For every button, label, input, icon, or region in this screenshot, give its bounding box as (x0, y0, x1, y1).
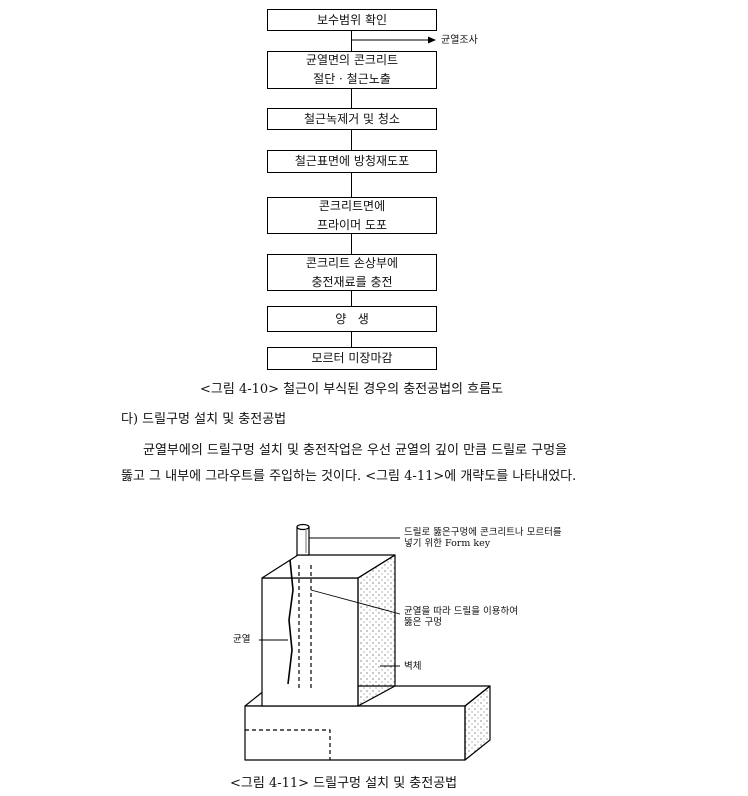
flow-step-text: 균열면의 콘크리트 (305, 53, 399, 67)
crack-label: 균열 (233, 634, 251, 645)
flow-step-text: 프라이머 도포 (316, 217, 388, 232)
flow-step-mortar-finish: 모르터 미장마감 (267, 347, 437, 370)
slab-right-face (464, 685, 491, 761)
side-branch-label: 균열조사 (441, 35, 478, 46)
flow-step-text: 양 생 (335, 311, 369, 326)
flow-step-fill: 콘크리트 손상부에 충전재료를 충전 (267, 254, 437, 291)
flow-connector (351, 88, 352, 109)
flow-connector (351, 233, 352, 254)
form-key-label-line: 넣기 위한 Form key (404, 538, 491, 549)
flow-step-anticorrosion: 철근표면에 방청재도포 (267, 150, 437, 173)
flow-step-text: 콘크리트면에 (318, 198, 386, 213)
flow-step-text: 보수범위 확인 (316, 12, 388, 27)
paragraph-line: 뚫고 그 내부에 그라우트를 주입하는 것이다. <그림 4-11>에 개략도를… (121, 469, 577, 484)
wall-right-face (357, 554, 396, 707)
paragraph-line: 균열부에의 드릴구멍 설치 및 충전작업은 우선 균열의 깊이 만큼 드릴로 구… (143, 443, 568, 458)
figure-caption-4-11: <그림 4-11> 드릴구멍 설치 및 충전공법 (230, 776, 458, 791)
flow-step-cut-concrete: 균열면의 콘크리트 절단 · 철근노출 (267, 51, 437, 89)
drill-hole-label-line: 뚫은 구멍 (404, 617, 442, 628)
wall-label: 벽체 (404, 661, 422, 672)
flow-step-text: 절단 · 철근노출 (313, 72, 391, 86)
flow-connector (351, 290, 352, 306)
form-key (296, 523, 310, 556)
drill-hole-label-line: 균열을 따라 드릴을 이용하여 (404, 606, 518, 617)
flow-step-curing: 양 생 (267, 306, 437, 332)
crack-line (287, 559, 294, 685)
flow-step-text: 모르터 미장마감 (311, 351, 393, 365)
flow-step-text: 충전재료를 충전 (311, 274, 393, 289)
wall-front-face (261, 577, 359, 707)
slab-front-face (244, 705, 466, 761)
flow-connector (351, 30, 352, 51)
flow-connector (351, 172, 352, 197)
form-key-label-line: 드릴로 뚫은구멍에 콘크리트나 모르터를 (404, 527, 562, 538)
flow-connector (351, 331, 352, 347)
flow-connector (351, 129, 352, 150)
figure-caption-4-10: <그림 4-10> 철근이 부식된 경우의 충전공법의 흐름도 (200, 382, 504, 397)
flow-step-rust-removal: 철근녹제거 및 청소 (267, 108, 437, 130)
flow-step-text: 콘크리트 손상부에 (305, 255, 399, 270)
form-key-label: 드릴로 뚫은구멍에 콘크리트나 모르터를 넣기 위한 Form key (404, 527, 562, 549)
flow-step-check-range: 보수범위 확인 (267, 9, 437, 31)
flow-step-text: 철근녹제거 및 청소 (304, 111, 400, 126)
section-heading: 다) 드릴구멍 설치 및 충전공법 (121, 412, 287, 427)
flow-step-text: 철근표면에 방청재도포 (294, 154, 410, 168)
leader-drill-hole (310, 589, 401, 615)
drill-hole-label: 균열을 따라 드릴을 이용하여 뚫은 구멍 (404, 606, 518, 628)
flow-step-primer: 콘크리트면에 프라이머 도포 (267, 197, 437, 234)
